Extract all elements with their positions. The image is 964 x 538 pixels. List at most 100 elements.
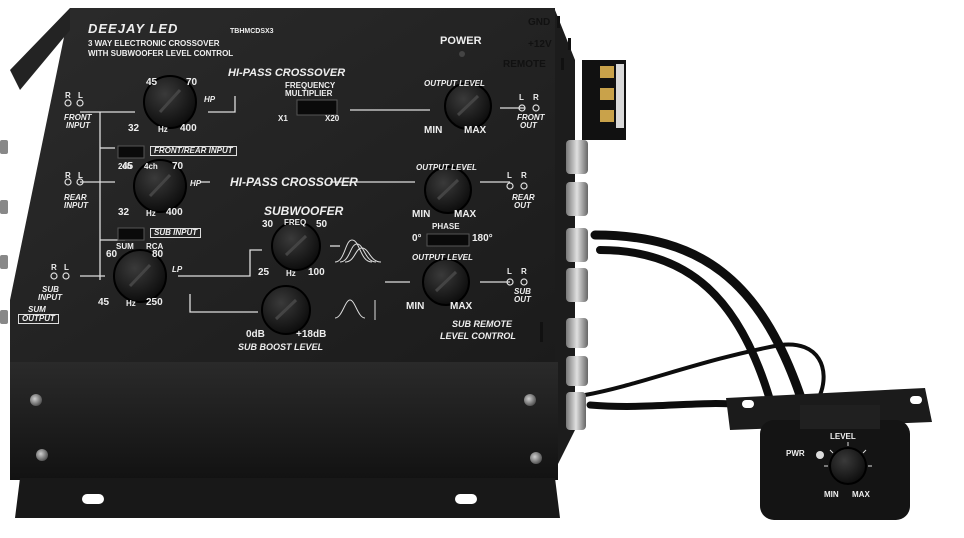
sub-boost-min: 0dB — [246, 329, 265, 340]
switch-front-rear-opt-b: 4ch — [144, 162, 158, 171]
knob-front-hp — [143, 75, 197, 129]
front-input-r: R — [65, 91, 71, 100]
sub-out-2: OUT — [514, 295, 531, 304]
rear-min: MIN — [412, 209, 431, 220]
power-terminal-block — [582, 60, 626, 140]
knob-sub-level — [422, 258, 470, 306]
power-label: POWER — [440, 35, 482, 47]
brand-model: TBHMCDSX3 — [230, 28, 274, 35]
sub-lp-low: 60 — [106, 249, 118, 260]
rear-input-r: R — [65, 171, 71, 180]
sub-freq-high: 50 — [316, 219, 328, 230]
sub-freq-min: 25 — [258, 267, 270, 278]
rear-range-max: 400 — [166, 207, 183, 218]
remote-level: LEVEL — [830, 432, 856, 441]
side-panel — [555, 10, 575, 470]
sub-freq-label: FREQ — [284, 218, 307, 227]
sub-input-r: R — [51, 263, 57, 272]
remote-min: MIN — [824, 490, 839, 499]
knob-sub-boost — [261, 285, 311, 335]
mount-slot-right — [455, 494, 477, 504]
rear-range-unit: Hz — [146, 209, 156, 218]
response-curves — [334, 239, 382, 320]
front-multiplier-1: FREQUENCY — [285, 81, 336, 90]
rear-out-1: REAR — [512, 193, 535, 202]
sub-out-l: L — [507, 267, 512, 276]
front-filter-tag: HP — [204, 95, 216, 104]
front-section-title: HI-PASS CROSSOVER — [228, 67, 346, 79]
sub-title: SUBWOOFER — [264, 204, 344, 218]
rear-section-title: HI-PASS CROSSOVER — [230, 175, 358, 189]
rear-output-level: OUTPUT LEVEL — [416, 163, 477, 172]
sub-lp-unit: Hz — [126, 299, 136, 308]
right-rca-jacks — [566, 140, 588, 430]
sub-freq-unit: Hz — [286, 269, 296, 278]
front-freq-high: 70 — [186, 77, 198, 88]
front-multiplier-2: MULTIPLIER — [285, 89, 333, 98]
sub-input-label-2: INPUT — [38, 293, 62, 302]
switch-front-rear-label: FRONT/REAR INPUT — [150, 146, 237, 156]
sub-out-r: R — [521, 267, 527, 276]
sub-freq-low: 30 — [262, 219, 274, 230]
remote-max: MAX — [852, 490, 870, 499]
front-max: MAX — [464, 125, 487, 136]
terminal-gnd: GND — [528, 17, 551, 28]
power-led — [459, 51, 465, 57]
remote-cable — [583, 230, 826, 410]
sub-remote-2: LEVEL CONTROL — [440, 331, 516, 341]
front-freq-low: 45 — [146, 77, 158, 88]
front-out-2: OUT — [520, 121, 537, 130]
rear-freq-high: 70 — [172, 161, 184, 172]
sub-boost-max: +18dB — [296, 329, 327, 340]
switch-front-rear-opt-a: 2ch — [118, 162, 132, 171]
front-input-label-1: FRONT — [64, 113, 92, 122]
rear-input-label-2: INPUT — [64, 201, 88, 210]
front-panel — [10, 362, 558, 480]
signal-lines — [80, 96, 525, 313]
front-out-1: FRONT — [517, 113, 545, 122]
knob-sub-lp — [113, 249, 167, 303]
terminal-pointers — [540, 16, 571, 342]
switch-sub-opt-b: RCA — [146, 242, 164, 251]
sub-output-level: OUTPUT LEVEL — [412, 253, 473, 262]
sub-lp-min: 45 — [98, 297, 110, 308]
sub-input-label-1: SUB — [42, 285, 59, 294]
sub-out-1: SUB — [514, 287, 531, 296]
rear-out-2: OUT — [514, 201, 531, 210]
sub-boost-label: SUB BOOST LEVEL — [238, 342, 324, 352]
knob-front-level — [444, 82, 492, 130]
remote-pwr: PWR — [786, 449, 805, 458]
front-x1: X1 — [278, 114, 288, 123]
rear-freq-low: 45 — [122, 161, 134, 172]
sub-phase-0: 0° — [412, 233, 422, 244]
switch-sub-opt-a: SUM — [116, 242, 134, 251]
sub-min: MIN — [406, 301, 425, 312]
front-x20: X20 — [325, 114, 340, 123]
sub-remote-1: SUB REMOTE — [452, 319, 513, 329]
sub-sum-2: OUTPUT — [18, 314, 59, 324]
rear-out-l: L — [507, 171, 512, 180]
remote-level-control — [726, 388, 932, 520]
jack-markers — [50, 99, 540, 286]
sub-input-l: L — [64, 263, 69, 272]
switch-sub-label: SUB INPUT — [150, 228, 202, 238]
terminal-12v: +12V — [528, 39, 552, 50]
sub-lp-high: 80 — [152, 249, 164, 260]
rear-out-r: R — [521, 171, 527, 180]
rear-input-l: L — [78, 171, 83, 180]
mounting-flange — [15, 478, 560, 518]
terminal-remote: REMOTE — [503, 59, 546, 70]
front-input-l: L — [78, 91, 83, 100]
knob-rear-level — [424, 166, 472, 214]
knob-rear-hp — [133, 159, 187, 213]
front-output-level: OUTPUT LEVEL — [424, 79, 485, 88]
front-input-label-2: INPUT — [66, 121, 90, 130]
sub-phase-180: 180° — [472, 233, 493, 244]
brand-tagline-2: WITH SUBWOOFER LEVEL CONTROL — [88, 49, 234, 58]
sub-max: MAX — [450, 301, 473, 312]
front-min: MIN — [424, 125, 443, 136]
rear-filter-tag: HP — [190, 179, 202, 188]
screws — [30, 394, 542, 464]
mount-slot-left — [82, 494, 104, 504]
rear-max: MAX — [454, 209, 477, 220]
